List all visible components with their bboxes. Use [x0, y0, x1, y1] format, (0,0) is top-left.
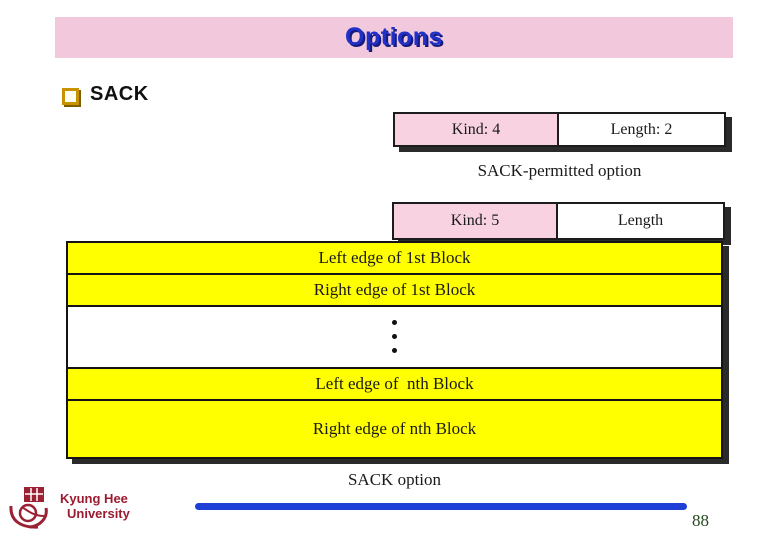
- sack-kind-box: Kind: 5 Length: [392, 202, 725, 240]
- table-row-right-nth-block: Right edge of nth Block: [68, 400, 721, 457]
- table-row-left-1st-block: Left edge of 1st Block: [68, 243, 721, 275]
- vertical-ellipsis-icon: [392, 320, 397, 354]
- table-row-ellipsis: [68, 307, 721, 369]
- institution-name: Kyung Hee University: [60, 491, 130, 521]
- sack-permitted-caption: SACK-permitted option: [477, 161, 642, 180]
- footer-divider-line: [195, 503, 687, 510]
- sack-table: Left edge of 1st Block Right edge of 1st…: [66, 241, 723, 459]
- kind-5-cell: Kind: 5: [394, 204, 558, 238]
- institution-line1: Kyung Hee: [60, 491, 128, 506]
- length-cell: Length: [558, 204, 723, 238]
- table-row-left-nth-block: Left edge of nth Block: [68, 368, 721, 401]
- institution-line2: University: [67, 506, 130, 521]
- university-logo-icon: [8, 486, 56, 537]
- sack-option-caption: SACK option: [347, 470, 442, 489]
- sack-permitted-box: Kind: 4 Length: 2: [393, 112, 726, 147]
- page-number: 88: [692, 511, 709, 530]
- kind-4-cell: Kind: 4: [395, 114, 559, 145]
- length-2-cell: Length: 2: [559, 114, 724, 145]
- bullet-label: SACK: [90, 83, 149, 105]
- table-row-right-1st-block: Right edge of 1st Block: [68, 275, 721, 307]
- title-bar: Options: [55, 17, 733, 58]
- page-title: Options: [345, 23, 443, 51]
- square-bullet-icon: [62, 88, 79, 105]
